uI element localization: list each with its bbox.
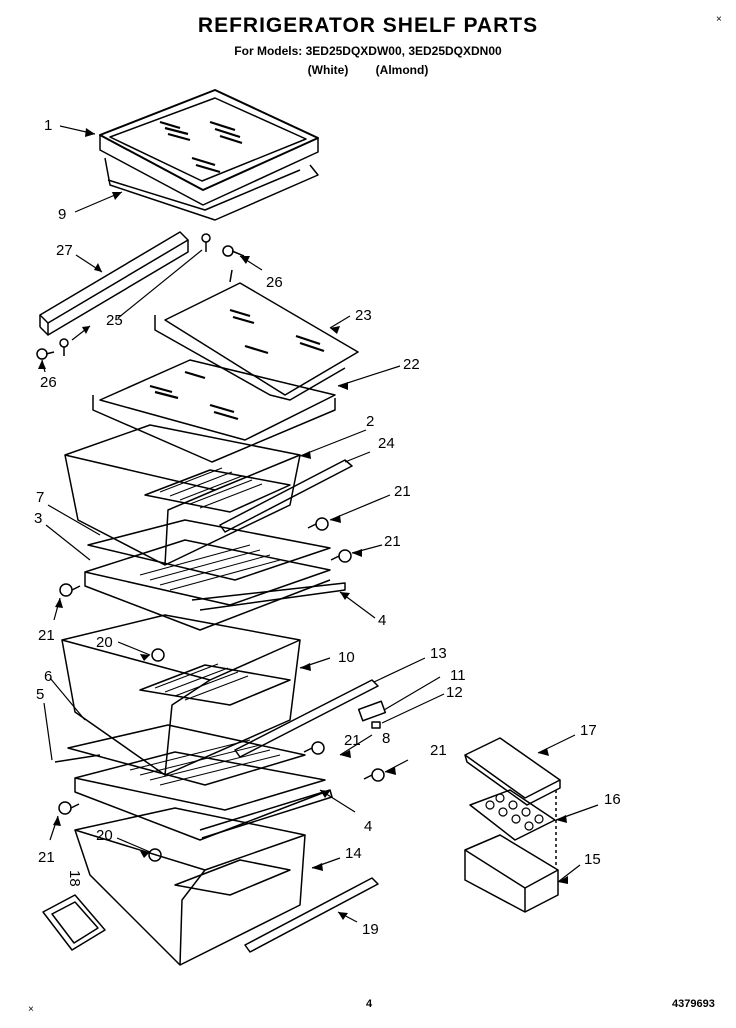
callout-17: 17 [580, 722, 597, 739]
callout-20-lower: 20 [96, 827, 113, 844]
color-white: (White) [307, 63, 349, 77]
callout-23: 23 [355, 307, 372, 324]
callout-14: 14 [345, 845, 362, 862]
callout-26-upper: 26 [266, 274, 283, 291]
rail-27 [39, 231, 189, 336]
color-almond: (Almond) [375, 63, 429, 77]
callout-7: 7 [36, 489, 44, 506]
document-number: 4379693 [672, 998, 715, 1010]
glass-shelf-23 [154, 269, 359, 401]
page-number: 4 [366, 998, 373, 1010]
callout-1: 1 [44, 117, 52, 134]
corner-mark: × [716, 14, 722, 25]
meat-drawer [42, 807, 379, 966]
callout-6: 6 [44, 668, 52, 685]
corner-mark-bottom: × [28, 1004, 34, 1015]
screws-upper [36, 233, 245, 360]
arrowheads [38, 128, 568, 920]
leader-lines [41, 125, 599, 923]
callout-10: 10 [338, 649, 355, 666]
callout-11: 11 [450, 667, 466, 684]
callout-21-a: 21 [394, 483, 411, 500]
screws-lower [58, 741, 385, 862]
callout-18: 18 [66, 870, 83, 887]
callout-15: 15 [584, 851, 601, 868]
callout-12: 12 [446, 684, 463, 701]
model-colors: (White) (Almond) [0, 63, 736, 77]
callout-16: 16 [604, 791, 621, 808]
callout-3: 3 [34, 510, 42, 527]
callout-24: 24 [378, 435, 395, 452]
callout-25: 25 [106, 312, 123, 329]
callout-21-e: 21 [430, 742, 447, 759]
callout-21-f: 21 [38, 849, 55, 866]
callout-27: 27 [56, 242, 73, 259]
crisper-cover-lower [54, 724, 333, 841]
brackets-11-12 [357, 700, 387, 729]
callout-4-lower: 4 [364, 818, 372, 835]
crisper-cover-upper [84, 519, 346, 631]
callout-21-c: 21 [38, 627, 55, 644]
model-numbers: For Models: 3ED25DQXDW00, 3ED25DQXDN00 [234, 44, 502, 58]
screws-21-upper [59, 517, 352, 597]
callout-2: 2 [366, 413, 374, 430]
page-title: REFRIGERATOR SHELF PARTS [197, 14, 539, 37]
callout-8: 8 [382, 730, 390, 747]
callout-19: 19 [362, 921, 379, 938]
callout-4-upper: 4 [378, 612, 386, 629]
glass-shelf-top [99, 89, 319, 221]
callout-5: 5 [36, 686, 44, 703]
callout-13: 13 [430, 645, 447, 662]
glass-shelf-22 [92, 359, 336, 463]
callout-22: 22 [403, 356, 420, 373]
callout-26-lower: 26 [40, 374, 57, 391]
callout-21-b: 21 [384, 533, 401, 550]
callout-21-d: 21 [344, 732, 361, 749]
butter-compartment [464, 737, 561, 913]
callout-labels: 1 9 27 26 25 23 22 26 2 24 7 3 21 21 21 … [34, 117, 621, 938]
callout-9: 9 [58, 206, 66, 223]
crisper-pan-lower [61, 614, 379, 776]
callout-20-upper: 20 [96, 634, 113, 651]
